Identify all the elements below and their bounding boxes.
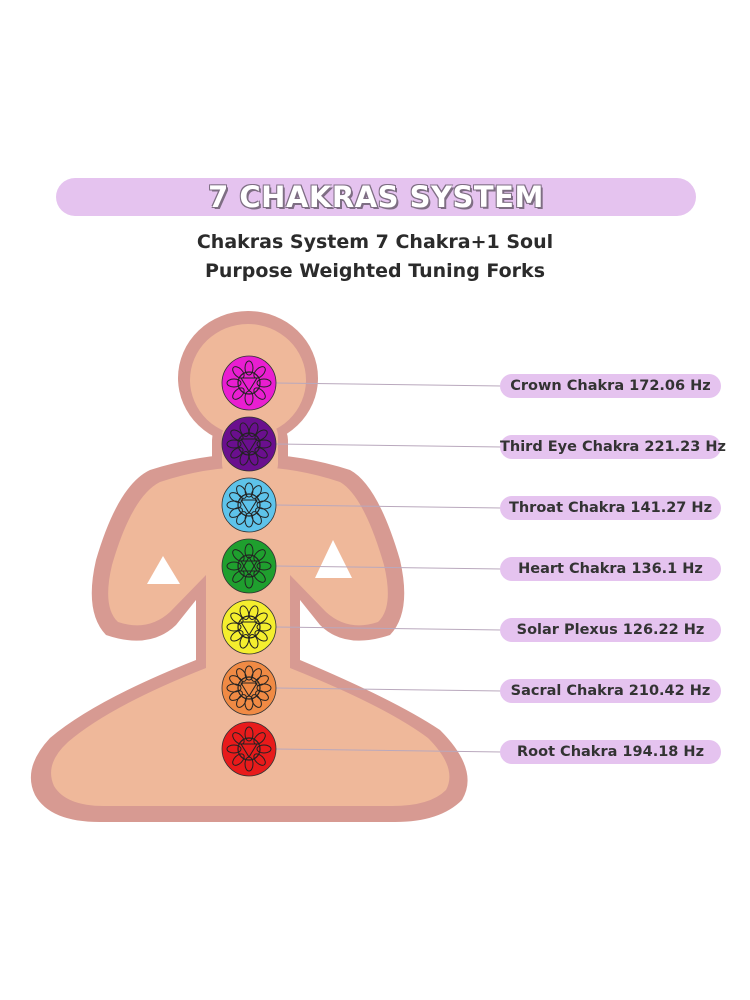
chakra-label: Crown Chakra 172.06 Hz [500,374,721,398]
chakra-label: Sacral Chakra 210.42 Hz [500,679,721,703]
chakra-icons [221,355,277,777]
chakra-label: Third Eye Chakra 221.23 Hz [500,435,726,459]
solar-plexus-chakra-icon [221,599,277,655]
root-chakra-icon [221,721,277,777]
chakra-label: Throat Chakra 141.27 Hz [500,496,721,520]
heart-chakra-icon [221,538,277,594]
chakra-label: Heart Chakra 136.1 Hz [500,557,721,581]
banner-title: 7 CHAKRAS SYSTEM [208,180,544,214]
leader-lines [275,382,503,753]
third-eye-chakra-icon [221,416,277,472]
leader-line [275,382,503,387]
subtitle: Chakras System 7 Chakra+1 Soul Purpose W… [0,228,750,286]
title-banner: 7 CHAKRAS SYSTEM [56,178,696,216]
leader-line [275,443,503,448]
leader-line [275,504,503,509]
chakra-label: Solar Plexus 126.22 Hz [500,618,721,642]
leader-line [275,687,503,692]
left-arm-gap [147,556,180,584]
subtitle-line-1: Chakras System 7 Chakra+1 Soul [196,231,554,253]
sacral-chakra-icon [221,660,277,716]
crown-chakra-icon [221,355,277,411]
leader-line [275,626,503,631]
chakra-label: Root Chakra 194.18 Hz [500,740,721,764]
leader-line [275,565,503,570]
leader-line [275,748,503,753]
throat-chakra-icon [221,477,277,533]
subtitle-line-2: Purpose Weighted Tuning Forks [204,260,546,282]
right-arm-gap [315,540,352,578]
